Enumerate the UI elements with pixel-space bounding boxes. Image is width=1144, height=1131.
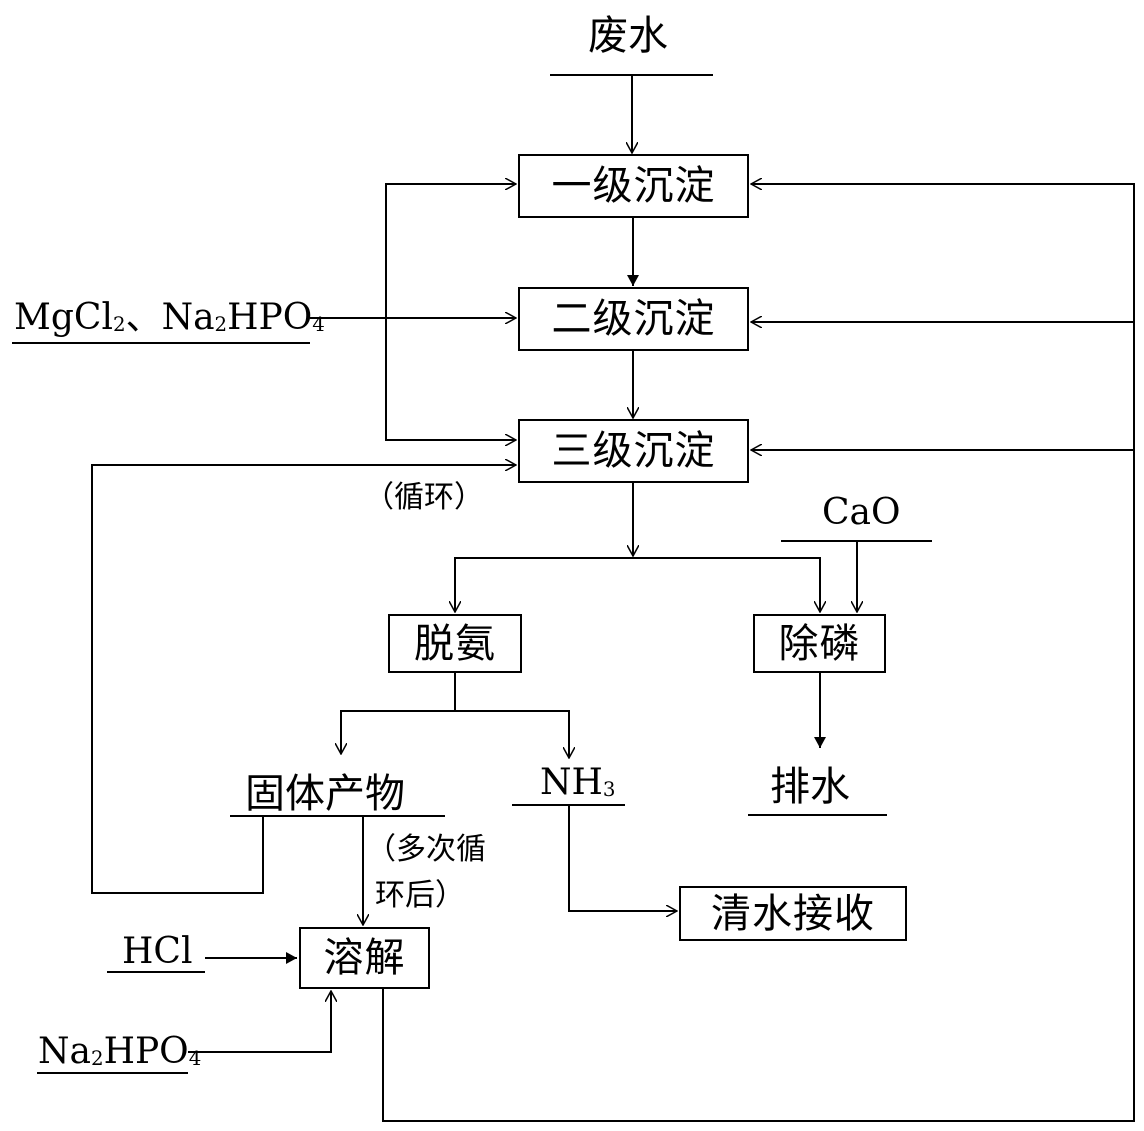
mgcl-text: MgCl [14, 297, 113, 338]
stage2-label: 二级沉淀 [551, 296, 716, 342]
hpo-subscript-2: 4 [188, 1046, 202, 1070]
na2hpo4-label: Na2HPO4 [38, 1034, 201, 1070]
stage3-label: 三级沉淀 [551, 428, 716, 474]
clear-water-label: 清水接收 [711, 890, 875, 937]
discharge-label: 排水 [770, 764, 850, 810]
solid-product-label: 固体产物 [245, 771, 405, 817]
nh-text: NH [540, 762, 603, 803]
wastewater-label: 废水 [588, 13, 668, 59]
na-text: 、Na [125, 297, 215, 338]
after-cycles-annotation-line1: （多次循 [366, 832, 486, 867]
hpo-text: HPO [227, 297, 313, 338]
hpo-text-2: HPO [103, 1031, 189, 1072]
na-text-2: Na [38, 1031, 91, 1072]
clear-water-box [679, 886, 907, 941]
recycle-annotation: （循环） [364, 480, 484, 515]
hpo-subscript: 4 [312, 312, 325, 336]
deammonia-label: 脱氨 [414, 620, 496, 667]
dephosphorus-label: 除磷 [778, 620, 861, 667]
dissolve-box [299, 927, 430, 989]
after-cycles-annotation-line2: 环后） [375, 878, 465, 913]
na-subscript-2: 2 [90, 1046, 104, 1070]
stage1-label: 一级沉淀 [551, 163, 716, 209]
hcl-label: HCl [122, 931, 193, 972]
nh3-subscript: 3 [602, 777, 616, 801]
mgcl-na2hpo4-label: MgCl2、Na2HPO4 [14, 300, 325, 336]
cao-label: CaO [822, 492, 901, 533]
mgcl-subscript: 2 [112, 312, 126, 336]
nh3-label: NH3 [540, 765, 616, 801]
dissolve-label: 溶解 [323, 935, 406, 981]
na-subscript: 2 [214, 312, 228, 336]
